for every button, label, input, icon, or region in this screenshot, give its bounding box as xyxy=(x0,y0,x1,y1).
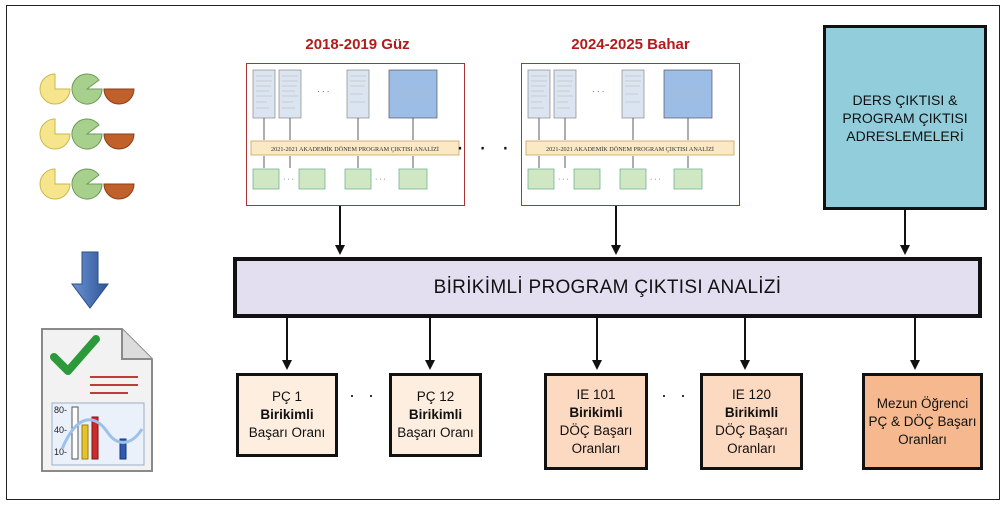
thumbnail-analysis-label: 2021-2021 AKADEMİK DÖNEM PROGRAM ÇIKTISI… xyxy=(271,146,439,153)
thumbnail-dots: · · · xyxy=(283,176,294,183)
result-bold-line: Birikimli xyxy=(569,404,623,420)
ellipsis-between-semesters: · · · xyxy=(456,134,514,161)
result-line: Oranları xyxy=(727,440,776,456)
result-pc12-box[interactable]: PÇ 12 Birikimli Başarı Oranı xyxy=(389,373,482,457)
result-line: Oranları xyxy=(571,440,621,456)
result-line: Başarı Oranı xyxy=(397,425,474,440)
pie-green-icon xyxy=(71,118,103,150)
result-graduate-box[interactable]: Mezun Öğrenci PÇ & DÖÇ Başarı Oranları xyxy=(862,373,983,470)
thumbnail-analysis-label: 2021-2021 AKADEMİK DÖNEM PROGRAM ÇIKTISI… xyxy=(546,146,714,153)
thumbnail-diagram: · · · 2021-2021 AKADEMİK DÖNEM PROGRAM Ç… xyxy=(250,69,460,190)
result-line: Oranları xyxy=(898,431,947,447)
result-ie101-box[interactable]: IE 101 Birikimli DÖÇ Başarı Oranları xyxy=(544,373,648,470)
pie-brown-icon xyxy=(103,133,135,150)
ellipsis-ie: · · · xyxy=(661,385,709,405)
pie-row-2 xyxy=(39,118,135,150)
pie-row-3 xyxy=(39,168,135,200)
semester-analysis-thumbnail-1[interactable]: · · · 2021-2021 AKADEMİK DÖNEM PROGRAM Ç… xyxy=(246,63,465,206)
report-tick-label: 80- xyxy=(54,405,67,415)
report-document-icon: 80- 40- 10- xyxy=(41,328,153,472)
cumulative-program-outcome-analysis[interactable]: BİRİKİMLİ PROGRAM ÇIKTISI ANALİZİ xyxy=(233,257,982,318)
thumbnail-dots: · · · xyxy=(650,176,661,183)
pie-brown-icon xyxy=(103,88,135,105)
pie-yellow-icon xyxy=(39,73,71,105)
thumbnail-dots: · · · xyxy=(592,87,604,96)
result-line: PÇ 12 xyxy=(416,389,455,404)
result-line: PÇ 1 xyxy=(271,389,302,404)
thumbnail-dots: · · · xyxy=(558,176,569,183)
checkmark-icon xyxy=(50,335,100,375)
course-outcome-mapping-box[interactable]: DERS ÇIKTISI & PROGRAM ÇIKTISI ADRESLEME… xyxy=(823,25,987,210)
result-bold-line: Birikimli xyxy=(724,404,779,420)
pie-green-icon xyxy=(71,168,103,200)
result-line: Başarı Oranı xyxy=(248,425,326,440)
thumbnail-dots: · · · xyxy=(317,87,329,96)
result-line: IE 101 xyxy=(576,386,616,402)
report-tick-label: 10- xyxy=(54,447,67,457)
source-title-2: 2024-2025 Bahar xyxy=(571,36,690,53)
mapping-line: PROGRAM ÇIKTISI xyxy=(842,109,968,126)
pie-green-icon xyxy=(71,73,103,105)
ellipsis-pc: · · · xyxy=(349,385,397,405)
figure-frame xyxy=(6,5,1000,500)
source-title-1: 2018-2019 Güz xyxy=(305,36,410,53)
mapping-line: DERS ÇIKTISI & xyxy=(852,91,958,108)
result-pc1-box[interactable]: PÇ 1 Birikimli Başarı Oranı xyxy=(236,373,338,457)
pie-brown-icon xyxy=(103,183,135,200)
result-line: PÇ & DÖÇ Başarı xyxy=(868,413,977,429)
thumbnail-dots: · · · xyxy=(375,176,386,183)
result-line: DÖÇ Başarı xyxy=(715,422,788,438)
result-bold-line: Birikimli xyxy=(408,407,463,422)
down-arrow-icon xyxy=(71,251,109,309)
pie-icons-group xyxy=(39,73,135,200)
result-bold-line: Birikimli xyxy=(260,407,314,422)
result-ie120-box[interactable]: IE 120 Birikimli DÖÇ Başarı Oranları xyxy=(700,373,803,470)
mapping-line: ADRESLEMELERİ xyxy=(846,127,964,144)
result-line: DÖÇ Başarı xyxy=(559,422,633,438)
semester-analysis-thumbnail-2[interactable]: · · · 2021-2021 AKADEMİK DÖNEM PROGRAM Ç… xyxy=(521,63,740,206)
pie-row-1 xyxy=(39,73,135,105)
pie-yellow-icon xyxy=(39,168,71,200)
thumbnail-diagram: · · · 2021-2021 AKADEMİK DÖNEM PROGRAM Ç… xyxy=(525,69,735,190)
result-line: Mezun Öğrenci xyxy=(876,395,969,411)
pie-yellow-icon xyxy=(39,118,71,150)
report-tick-label: 40- xyxy=(54,425,67,435)
result-line: IE 120 xyxy=(731,386,772,402)
